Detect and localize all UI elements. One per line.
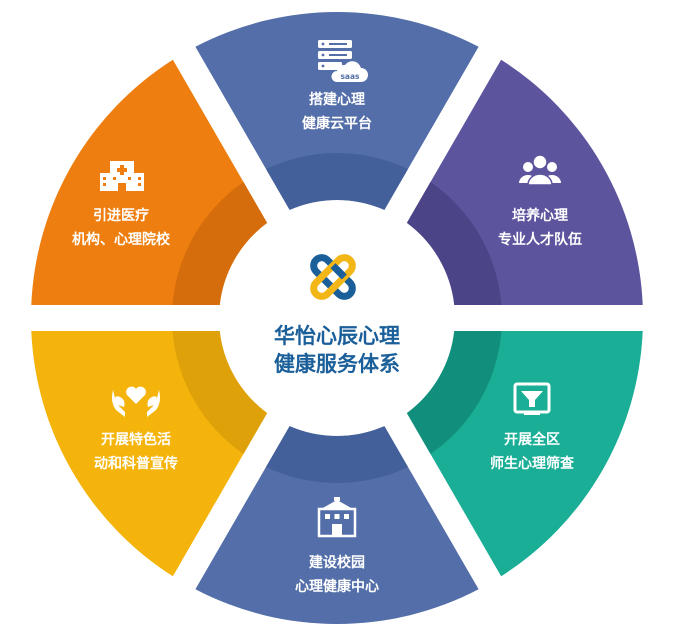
segment-lower-right-line2: 师生心理筛查 [490,455,575,472]
segment-lower-left [31,331,268,577]
segment-upper-left-shade [172,182,268,305]
segment-upper-left-line1: 引进医疗 [93,207,149,224]
school-building-icon [317,497,357,538]
segment-top-shade [266,153,408,210]
saas-label: saas [340,72,360,81]
segment-upper-right-line1: 培养心理 [512,207,568,224]
segment-lower-left-shade [172,331,268,454]
segment-top [195,11,479,210]
people-group-icon [519,154,561,186]
segment-bottom-shade [266,426,408,483]
segment-upper-right-line2: 专业人才队伍 [498,231,582,248]
segment-upper-left-line2: 机构、心理院校 [72,231,171,248]
server-cloud-icon: saas [318,40,368,82]
segment-lower-left-line1: 开展特色活 [101,431,171,448]
segment-bottom-line2: 心理健康中心 [295,578,379,595]
segment-lower-right-line1: 开展全区 [504,431,560,448]
segment-top-line2: 健康云平台 [302,115,372,132]
segment-upper-left [31,59,268,306]
center-title-line2: 健康服务体系 [274,352,400,376]
screen-filter-icon [513,382,551,415]
segment-top-band [195,11,479,210]
hands-heart-icon [112,386,160,417]
segment-lower-right-shade [406,331,502,454]
segment-lower-left-line2: 动和科普宣传 [94,455,178,472]
hospital-icon [100,161,144,191]
center-logo-icon [310,254,356,300]
segment-upper-right-shade [406,182,502,305]
segment-bottom-line1: 建设校园 [309,554,365,571]
segment-lower-right [406,331,643,577]
segment-top-line1: 搭建心理 [309,91,365,108]
center-title-line1: 华怡心辰心理 [274,324,400,348]
